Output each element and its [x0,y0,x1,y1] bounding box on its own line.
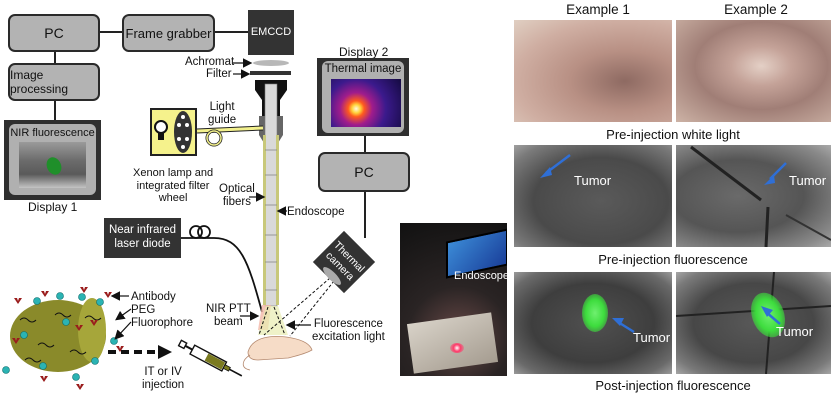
nir-fluorescence-image [19,142,86,188]
row-caption-pre-injection-fluorescence: Pre-injection fluorescence [598,252,748,267]
thermal-image [331,79,401,127]
connector-pc-thermalcamera [364,190,366,238]
display-1-caption: Display 1 [28,200,78,214]
display-2: Thermal image [317,58,409,136]
tumor-arrow-icon [761,306,781,325]
instrument-lines [690,145,831,247]
filter-label: Filter [206,68,232,80]
fluorophore-label: Fluorophore [131,317,194,329]
image-processing-box: Image processing [8,63,100,101]
nir-ptt-beam-label: NIR PTT beam [206,303,251,329]
image-processing-label: Image processing [10,68,69,96]
display-1: NIR fluorescence [4,120,101,200]
photo-endoscope-label: Endoscope [454,270,507,282]
injection-label: IT or IV injection [142,366,185,392]
pc-right-label: PC [354,164,374,180]
post-fluorescence-example-1: Tumor [514,272,672,374]
laser-diode-label: Near infrared laser diode [108,224,177,250]
connector-display2-pc [364,135,366,153]
peg-label: PEG [131,304,156,316]
achromat-label: Achromat [185,56,235,68]
tumor-arrow-icon [540,154,571,178]
display-1-screen: NIR fluorescence [9,124,96,195]
connector-framegrabber-emccd [214,31,250,33]
tumor-label: Tumor [574,173,612,188]
emccd-box: EMCCD [248,10,294,55]
display-1-title: NIR fluorescence [10,127,95,139]
nanoparticle [2,287,124,390]
emccd-label: EMCCD [250,25,292,38]
pc-box: PC [8,14,100,52]
connector-pc-imageprocessing [54,50,56,64]
pc-right-box: PC [318,152,410,192]
column-header-example-1: Example 1 [566,2,630,17]
antibody-label: Antibody [131,291,176,303]
light-guide-label: Light guide [208,101,237,127]
tumor-label: Tumor [633,330,671,345]
tumor-label: Tumor [776,324,814,339]
frame-grabber-box: Frame grabber [122,14,215,52]
fluorescence-excitation-label: Fluorescence excitation light [312,318,385,344]
achromat-lens [253,60,289,66]
optical-fibers-label: Optical fibers [219,183,255,209]
green-fluorescence-signal [582,294,608,332]
white-light-example-2 [676,20,831,122]
pc-label: PC [44,25,64,41]
display-2-screen: Thermal image [322,61,404,133]
connector-imageprocessing-display [54,100,56,120]
display-2-caption: Display 2 [339,45,389,59]
endoscope-setup-photo: Endoscope [400,223,507,376]
nir-laser-diode-box: Near infrared laser diode [104,218,181,258]
xenon-lamp-label: Xenon lamp and integrated filter wheel [133,167,214,205]
pre-fluorescence-example-2: Tumor [676,145,831,247]
display-2-title: Thermal image [324,63,402,75]
connector-pc-framegrabber [100,31,124,33]
diagram-graphics [2,58,341,390]
pre-fluorescence-example-1: Tumor [514,145,672,247]
row-caption-pre-injection-white-light: Pre-injection white light [606,127,740,142]
row-caption-post-injection-fluorescence: Post-injection fluorescence [595,378,751,393]
tumor-arrow-icon [612,318,635,334]
endoscope-label: Endoscope [287,206,345,218]
white-light-example-1 [514,20,672,122]
post-fluorescence-example-2: Tumor [676,272,831,374]
laser-spot [450,343,464,353]
filter-plate [250,71,291,75]
frame-grabber-label: Frame grabber [125,25,212,41]
column-header-example-2: Example 2 [724,2,788,17]
tumor-label: Tumor [789,173,827,188]
